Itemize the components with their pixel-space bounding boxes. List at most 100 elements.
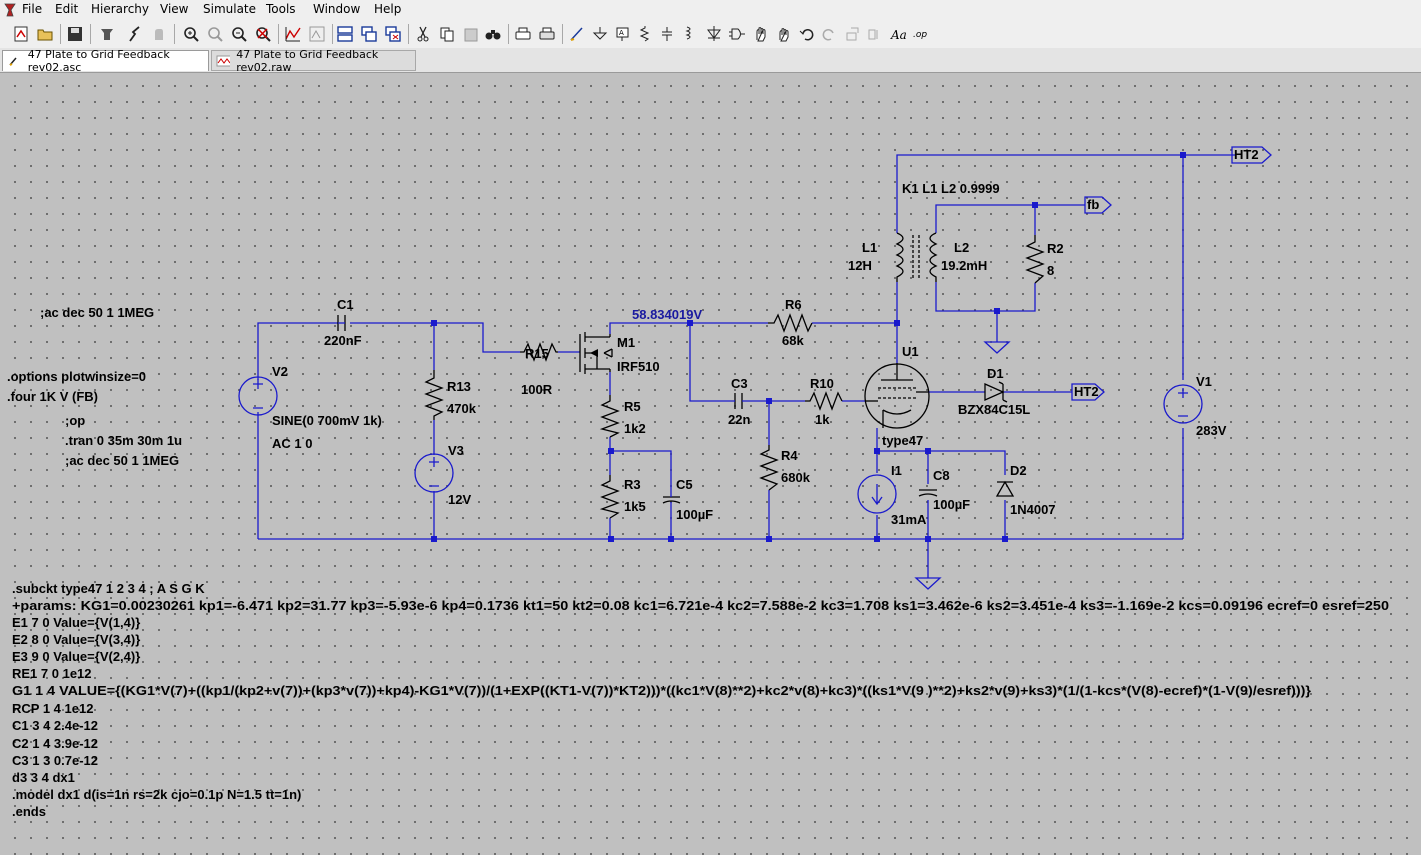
capacitor-c5[interactable] [662, 490, 681, 505]
net-label-ht2-mid[interactable] [1071, 383, 1105, 401]
rotate-icon[interactable] [842, 23, 864, 45]
c8-value: 100µF [933, 497, 970, 512]
undo-icon[interactable] [796, 23, 818, 45]
paste-icon[interactable] [460, 23, 482, 45]
run-icon[interactable] [124, 23, 146, 45]
mirror-icon[interactable] [864, 23, 886, 45]
ground-icon[interactable] [589, 23, 611, 45]
menu-view[interactable]: View [160, 2, 189, 16]
resistor-icon[interactable] [634, 23, 656, 45]
save-icon[interactable] [64, 23, 86, 45]
voltage-source-v1[interactable] [1163, 384, 1203, 424]
net-label-fb[interactable] [1084, 196, 1112, 214]
find-icon[interactable] [482, 23, 504, 45]
inductor-l2[interactable] [912, 232, 938, 282]
subckt-line: C1 3 4 2.4e-12 [12, 718, 98, 733]
net-label-ht2-top[interactable] [1231, 146, 1272, 164]
tab-waveform-label: 47 Plate to Grid Feedback rev02.raw [236, 47, 379, 74]
voltage-source-v3[interactable] [414, 453, 454, 493]
diode-d2[interactable] [995, 480, 1015, 497]
subckt-line: RCP 1 4 1e12 [12, 701, 93, 716]
open-icon[interactable] [34, 23, 56, 45]
subckt-directive-block[interactable]: .subckt type47 1 2 3 4 ; A S G K +params… [12, 581, 1389, 819]
autorange-icon[interactable] [282, 23, 304, 45]
resistor-r6[interactable] [768, 313, 813, 333]
menu-hierarchy[interactable]: Hierarchy [91, 2, 150, 16]
draw-wire-icon[interactable] [566, 23, 588, 45]
print-setup-icon[interactable] [512, 23, 534, 45]
capacitor-c1[interactable] [337, 315, 346, 331]
directive-op[interactable]: ;op [65, 413, 85, 428]
pan-icon[interactable] [204, 23, 226, 45]
drag-icon[interactable] [773, 23, 795, 45]
c1-value: 220nF [324, 333, 362, 348]
current-source-i1[interactable] [857, 474, 897, 514]
close-windows-icon[interactable] [382, 23, 404, 45]
tile-windows-icon[interactable] [334, 23, 356, 45]
directive-options[interactable]: .options plotwinsize=0 [7, 369, 146, 384]
menu-help[interactable]: Help [374, 2, 402, 16]
v2-name: V2 [272, 364, 288, 379]
capacitor-c8[interactable] [918, 489, 938, 497]
capacitor-c3[interactable] [730, 393, 748, 409]
svg-text:Aa: Aa [890, 28, 907, 42]
cascade-windows-icon[interactable] [358, 23, 380, 45]
diode-icon[interactable] [703, 23, 725, 45]
zoom-out-icon[interactable] [228, 23, 250, 45]
menu-window[interactable]: Window [313, 2, 361, 16]
menu-simulate[interactable]: Simulate [203, 2, 257, 16]
tab-waveform[interactable]: 47 Plate to Grid Feedback rev02.raw [211, 47, 416, 74]
component-icon[interactable] [726, 23, 748, 45]
inductor-icon[interactable] [678, 23, 700, 45]
copy-icon[interactable] [436, 23, 458, 45]
inductor-l1[interactable] [895, 232, 904, 282]
schematic-canvas[interactable]: HT2 HT2 fb K1 L1 L2 0.9999 58.834019V C1… [0, 73, 1421, 855]
menu-tools[interactable]: Tools [266, 2, 296, 16]
spice-directive-icon[interactable]: .op [910, 23, 932, 45]
directive-ac-top[interactable]: ;ac dec 50 1 1MEG [40, 305, 154, 320]
tube-u1[interactable] [864, 363, 930, 429]
r6-value: 68k [782, 333, 804, 348]
print-icon[interactable] [536, 23, 558, 45]
move-icon[interactable] [750, 23, 772, 45]
resistor-r4[interactable] [759, 445, 779, 491]
resistor-r2[interactable] [1025, 235, 1045, 284]
d1-name: D1 [987, 366, 1004, 381]
view-fft-icon[interactable] [306, 23, 328, 45]
control-panel-icon[interactable] [96, 23, 118, 45]
resistor-r3[interactable] [599, 475, 620, 519]
resistor-r15[interactable] [520, 342, 558, 362]
zoom-cancel-icon[interactable] [252, 23, 274, 45]
r10-value: 1k [815, 412, 830, 427]
r5-value: 1k2 [624, 421, 646, 436]
zoom-in-icon[interactable] [180, 23, 202, 45]
v2-value-ac: AC 1 0 [272, 436, 312, 451]
new-schematic-icon[interactable] [10, 23, 32, 45]
redo-icon[interactable] [818, 23, 840, 45]
halt-icon[interactable] [148, 23, 170, 45]
resistor-r13[interactable] [424, 370, 444, 420]
mosfet-m1[interactable] [579, 332, 613, 374]
r15-value: 100R [521, 382, 553, 397]
menu-file[interactable]: File [22, 2, 43, 16]
text-icon[interactable]: Aa [888, 23, 910, 45]
resistor-r10[interactable] [805, 391, 843, 411]
resistor-r5[interactable] [599, 395, 620, 438]
l1-name: L1 [862, 240, 877, 255]
i1-name: I1 [891, 463, 902, 478]
directive-ac-bottom[interactable]: ;ac dec 50 1 1MEG [65, 453, 179, 468]
label-net-icon[interactable]: A [612, 23, 634, 45]
directive-four[interactable]: .four 1K V (FB) [7, 389, 98, 404]
c5-name: C5 [676, 477, 693, 492]
junction-dots [431, 152, 1186, 542]
capacitor-icon[interactable] [656, 23, 678, 45]
r2-value: 8 [1047, 263, 1054, 278]
directive-tran[interactable]: .tran 0 35m 30m 1u [65, 433, 182, 448]
l2-value: 19.2mH [941, 258, 987, 273]
coupling-directive[interactable]: K1 L1 L2 0.9999 [902, 181, 1000, 196]
tab-schematic[interactable]: 47 Plate to Grid Feedback rev02.asc [2, 48, 209, 74]
voltage-source-v2[interactable] [238, 376, 278, 416]
zener-diode-d1[interactable] [984, 381, 1008, 403]
menu-edit[interactable]: Edit [55, 2, 79, 16]
cut-icon[interactable] [412, 23, 434, 45]
